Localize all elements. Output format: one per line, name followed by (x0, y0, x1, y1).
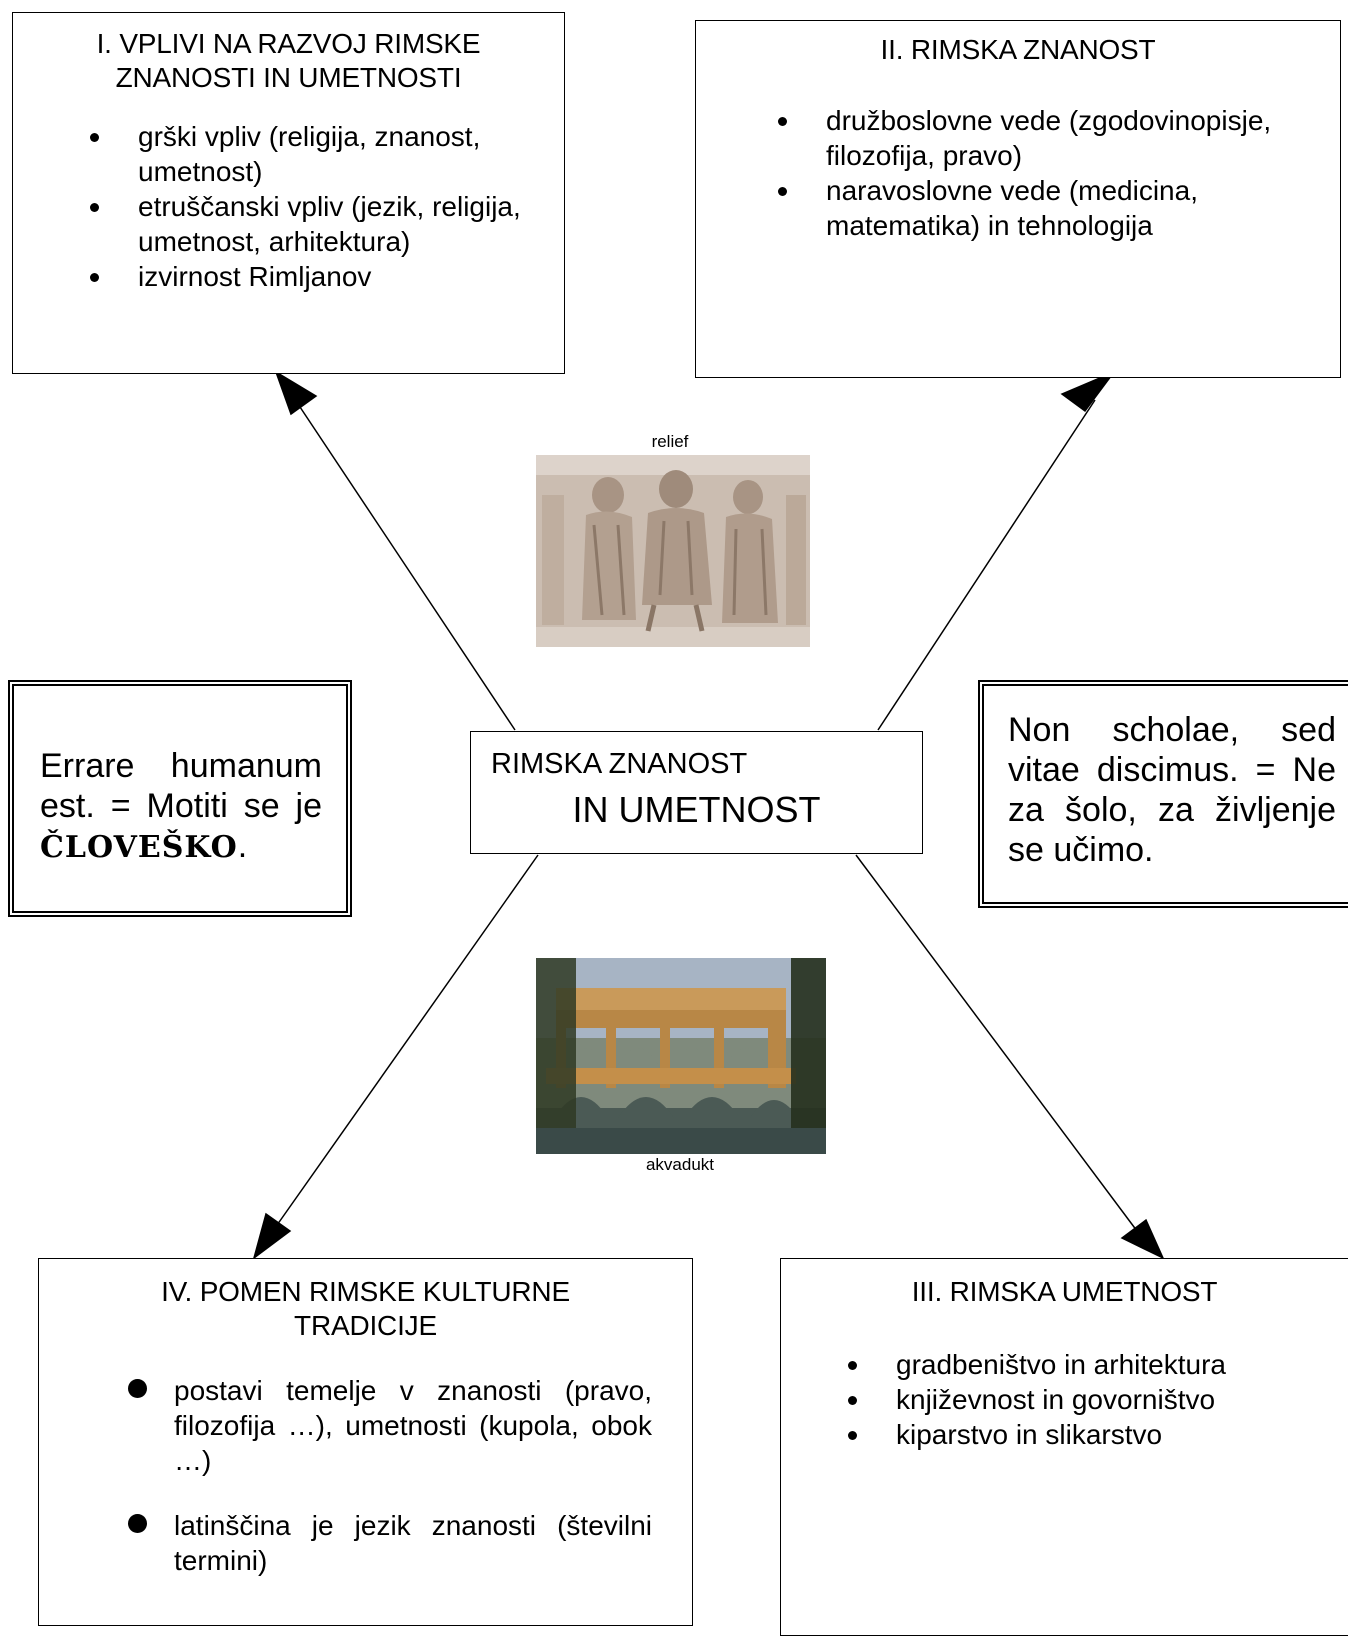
list-item: latinščina je jezik znanosti (številni t… (128, 1508, 652, 1578)
bullet-icon (848, 1431, 857, 1440)
quote-right-text: Non scholae, sed vitae discimus. = Ne za… (1008, 711, 1336, 869)
bullet-icon (128, 1379, 147, 1398)
bullet-icon (128, 1514, 147, 1533)
center-topic-box: RIMSKA ZNANOST IN UMETNOST (470, 731, 923, 854)
relief-figures-graphic (536, 455, 810, 647)
arrowhead-box2 (1060, 370, 1117, 413)
box-roman-art-title: III. RIMSKA UMETNOST (911, 1276, 1218, 1307)
quote-left-emphasis: ČLOVEŠKO (40, 830, 238, 865)
list-item: postavi temelje v znanosti (pravo, filoz… (128, 1373, 652, 1478)
arrow-to-box3 (855, 854, 1141, 1236)
list-item: družboslovne vede (zgodovinopisje, filoz… (778, 103, 1320, 173)
box-roman-science-list: družboslovne vede (zgodovinopisje, filoz… (778, 103, 1320, 243)
aqueduct-image (536, 958, 826, 1154)
box-roman-art: III. RIMSKA UMETNOST gradbeništvo in arh… (780, 1258, 1348, 1636)
quote-right-box: Non scholae, sed vitae discimus. = Ne za… (978, 680, 1348, 908)
list-item: književnost in govorništvo (848, 1382, 1328, 1417)
center-topic-line2: IN UMETNOST (572, 789, 821, 830)
box-roman-science: II. RIMSKA ZNANOST družboslovne vede (zg… (695, 20, 1341, 378)
relief-image (536, 455, 810, 647)
box-influences-title: I. VPLIVI NA RAZVOJ RIMSKE ZNANOSTI IN U… (96, 28, 481, 93)
aqueduct-graphic (536, 958, 826, 1154)
bullet-icon (90, 133, 99, 142)
box-influences-list: grški vpliv (religija, znanost, umetnost… (90, 119, 544, 294)
list-item: etruščanski vpliv (jezik, religija, umet… (90, 189, 544, 259)
bullet-icon (778, 187, 787, 196)
relief-caption: relief (651, 432, 689, 451)
list-item: grški vpliv (religija, znanost, umetnost… (90, 119, 544, 189)
box-tradition: IV. POMEN RIMSKE KULTURNE TRADICIJE post… (38, 1258, 693, 1626)
box-tradition-list: postavi temelje v znanosti (pravo, filoz… (128, 1373, 652, 1578)
arrow-to-box1 (289, 391, 516, 731)
bullet-icon (848, 1361, 857, 1370)
arrowhead-box1 (274, 370, 318, 416)
box-roman-art-list: gradbeništvo in arhitektura književnost … (848, 1347, 1328, 1452)
list-item: naravoslovne vede (medicina, matematika)… (778, 173, 1320, 243)
bullet-icon (848, 1396, 857, 1405)
arrow-to-box4 (269, 854, 539, 1236)
quote-left-box: Errare humanum est. = Motiti se je ČLOVE… (8, 680, 352, 917)
box-roman-science-title: II. RIMSKA ZNANOST (880, 34, 1156, 65)
quote-left-text: Errare humanum est. = Motiti se je ČLOVE… (40, 747, 322, 865)
arrow-to-box2 (877, 399, 1096, 731)
box-tradition-title: IV. POMEN RIMSKE KULTURNE TRADICIJE (161, 1276, 570, 1341)
aqueduct-caption: akvadukt (645, 1155, 715, 1174)
bullet-icon (778, 117, 787, 126)
list-item: izvirnost Rimljanov (90, 259, 544, 294)
box-influences: I. VPLIVI NA RAZVOJ RIMSKE ZNANOSTI IN U… (12, 12, 565, 374)
bullet-icon (90, 273, 99, 282)
arrowhead-box3 (1120, 1218, 1165, 1260)
list-item: kiparstvo in slikarstvo (848, 1417, 1328, 1452)
arrowhead-box4 (252, 1212, 292, 1260)
center-topic-line1: RIMSKA ZNANOST (491, 748, 748, 780)
list-item: gradbeništvo in arhitektura (848, 1347, 1328, 1382)
bullet-icon (90, 203, 99, 212)
